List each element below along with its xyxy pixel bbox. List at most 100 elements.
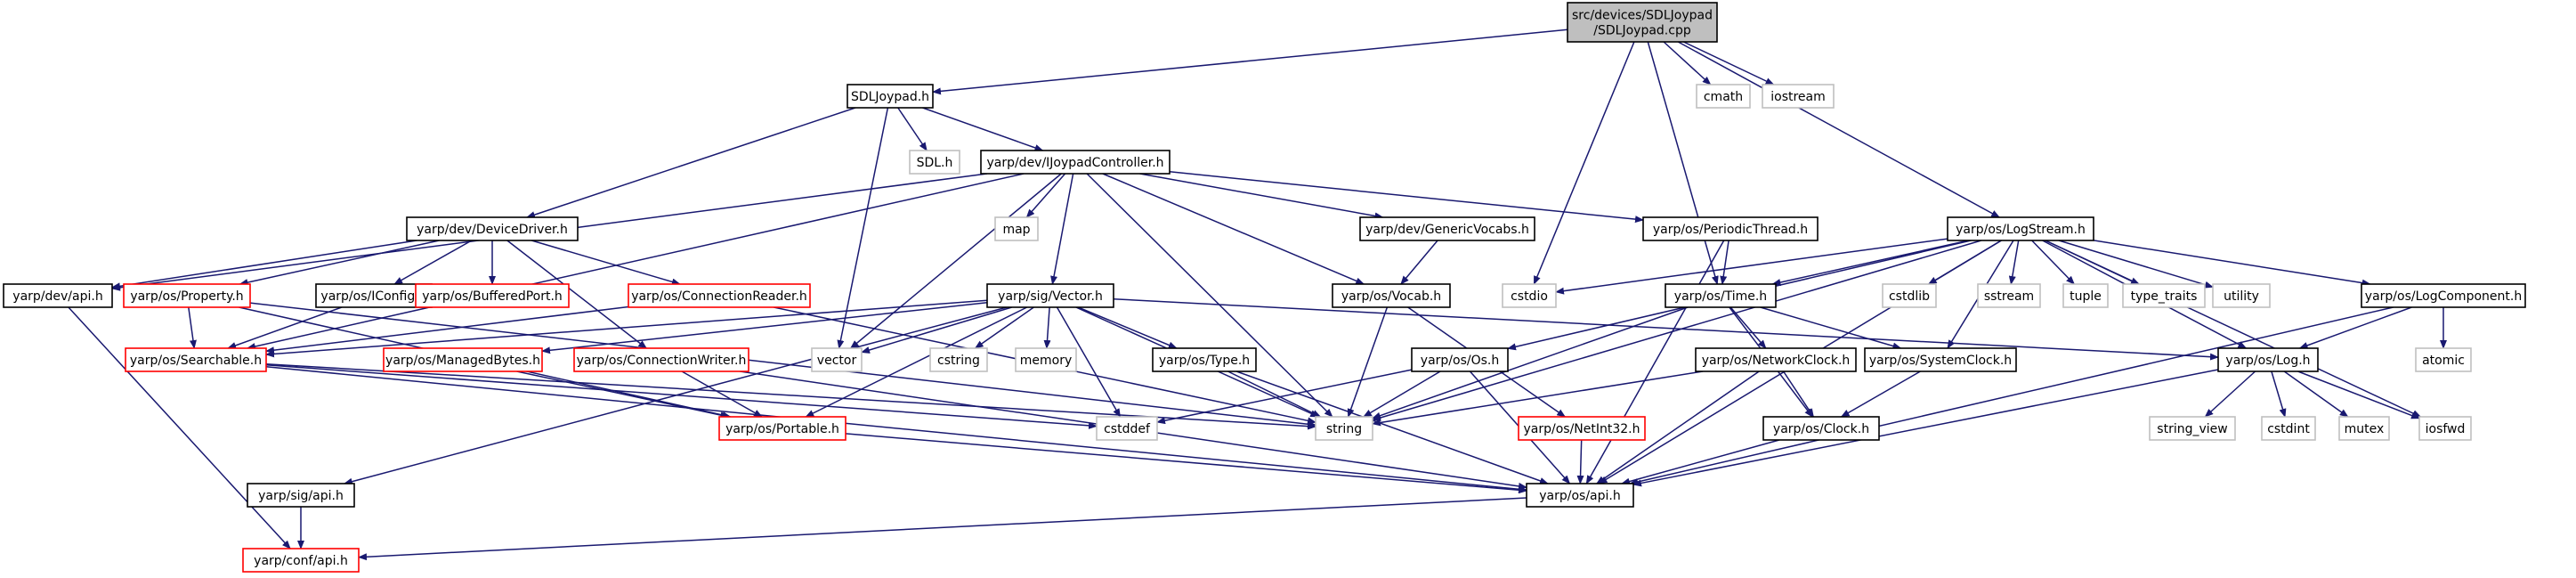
node-memory[interactable]: memory bbox=[1015, 347, 1077, 372]
node-label-cstdint: cstdint bbox=[2267, 422, 2310, 436]
node-label-type_traits: type_traits bbox=[2131, 289, 2198, 304]
edge-logcomponent-to-log_h bbox=[2298, 306, 2412, 349]
node-cstdint[interactable]: cstdint bbox=[2261, 416, 2316, 441]
node-bufferedport[interactable]: yarp/os/BufferedPort.h bbox=[415, 283, 570, 308]
node-string_view[interactable]: string_view bbox=[2149, 416, 2236, 441]
edge-logstream-to-tuple bbox=[2031, 240, 2075, 285]
node-label-netint32: yarp/os/NetInt32.h bbox=[1523, 422, 1640, 436]
node-type_traits[interactable]: type_traits bbox=[2122, 283, 2206, 308]
edge-log_h-to-string_view bbox=[2204, 370, 2256, 418]
node-type_h[interactable]: yarp/os/Type.h bbox=[1152, 347, 1257, 372]
node-label-sig_vector: yarp/sig/Vector.h bbox=[998, 289, 1103, 304]
node-cstdlib[interactable]: cstdlib bbox=[1882, 283, 1937, 308]
edge-vocab-to-string bbox=[1347, 306, 1389, 418]
node-cstdio[interactable]: cstdio bbox=[1502, 283, 1557, 308]
node-map[interactable]: map bbox=[994, 216, 1039, 241]
node-label-managedbytes: yarp/os/ManagedBytes.h bbox=[385, 354, 540, 368]
node-log_h[interactable]: yarp/os/Log.h bbox=[2217, 347, 2319, 372]
node-cstddef[interactable]: cstddef bbox=[1096, 416, 1158, 441]
node-genericvocabs[interactable]: yarp/dev/GenericVocabs.h bbox=[1359, 216, 1535, 241]
node-box-tuple bbox=[2062, 283, 2109, 308]
node-cmath[interactable]: cmath bbox=[1696, 84, 1751, 109]
edge-devicedriver-to-iconfig bbox=[393, 240, 473, 285]
node-box-connectionreader bbox=[628, 283, 811, 308]
edge-periodicthread-to-os_api bbox=[1585, 240, 1725, 484]
node-box-cstring bbox=[929, 347, 988, 372]
node-clock_h[interactable]: yarp/os/Clock.h bbox=[1762, 416, 1880, 441]
node-ijoypad[interactable]: yarp/dev/IJoypadController.h bbox=[980, 150, 1171, 175]
edge-searchable-to-cstddef bbox=[265, 364, 1098, 429]
edge-ijoypad-to-sig_vector bbox=[1050, 173, 1074, 285]
edge-logstream-to-utility bbox=[2058, 240, 2214, 289]
edge-logstream-to-string bbox=[1372, 240, 1982, 421]
node-sdljoypad_h[interactable]: SDLJoypad.h bbox=[847, 84, 934, 109]
node-portable[interactable]: yarp/os/Portable.h bbox=[718, 416, 847, 441]
node-devicedriver[interactable]: yarp/dev/DeviceDriver.h bbox=[406, 216, 579, 241]
edge-log_h-to-iosfwd bbox=[2297, 370, 2420, 419]
node-os_api[interactable]: yarp/os/api.h bbox=[1526, 483, 1634, 508]
node-networkclock[interactable]: yarp/os/NetworkClock.h bbox=[1695, 347, 1857, 372]
node-cstring[interactable]: cstring bbox=[929, 347, 988, 372]
node-label-connectionwriter: yarp/os/ConnectionWriter.h bbox=[577, 354, 747, 368]
edge-time_h-to-networkclock bbox=[1729, 306, 1767, 349]
node-box-sdl_h bbox=[909, 150, 960, 175]
node-box-logcomponent bbox=[2361, 283, 2526, 308]
node-searchable[interactable]: yarp/os/Searchable.h bbox=[125, 347, 267, 372]
node-mutex[interactable]: mutex bbox=[2338, 416, 2390, 441]
node-label-conf_api: yarp/conf/api.h bbox=[254, 554, 348, 568]
node-property[interactable]: yarp/os/Property.h bbox=[123, 283, 251, 308]
node-vocab[interactable]: yarp/os/Vocab.h bbox=[1332, 283, 1451, 308]
node-utility[interactable]: utility bbox=[2212, 283, 2271, 308]
node-connectionwriter[interactable]: yarp/os/ConnectionWriter.h bbox=[573, 347, 749, 372]
node-sdl_h[interactable]: SDL.h bbox=[909, 150, 960, 175]
node-atomic[interactable]: atomic bbox=[2415, 347, 2472, 372]
edge-ijoypad-to-periodicthread bbox=[1169, 171, 1644, 224]
node-iostream[interactable]: iostream bbox=[1762, 84, 1835, 109]
node-logstream[interactable]: yarp/os/LogStream.h bbox=[1947, 216, 2094, 241]
node-sig_api[interactable]: yarp/sig/api.h bbox=[247, 483, 355, 508]
node-time_h[interactable]: yarp/os/Time.h bbox=[1665, 283, 1777, 308]
node-netint32[interactable]: yarp/os/NetInt32.h bbox=[1518, 416, 1646, 441]
node-sig_vector[interactable]: yarp/sig/Vector.h bbox=[986, 283, 1114, 308]
edge-property-to-searchable bbox=[188, 306, 197, 349]
edge-clock_h-to-os_api bbox=[1621, 439, 1780, 485]
edge-networkclock-to-os_api bbox=[1595, 370, 1760, 484]
node-box-conf_api bbox=[242, 548, 360, 573]
node-tuple[interactable]: tuple bbox=[2062, 283, 2109, 308]
node-logcomponent[interactable]: yarp/os/LogComponent.h bbox=[2361, 283, 2526, 308]
node-box-netint32 bbox=[1518, 416, 1646, 441]
node-vector[interactable]: vector bbox=[811, 347, 863, 372]
node-box-cmath bbox=[1696, 84, 1751, 109]
node-label-tuple: tuple bbox=[2070, 289, 2102, 304]
edge-sig_vector-to-cstddef bbox=[1056, 306, 1122, 418]
edge-property-to-string bbox=[249, 302, 1316, 428]
node-connectionreader[interactable]: yarp/os/ConnectionReader.h bbox=[628, 283, 811, 308]
node-systemclock[interactable]: yarp/os/SystemClock.h bbox=[1864, 347, 2017, 372]
edge-root-to-sdljoypad_h bbox=[932, 28, 1568, 95]
node-iosfwd[interactable]: iosfwd bbox=[2418, 416, 2472, 441]
node-label-atomic: atomic bbox=[2422, 354, 2465, 368]
node-box-sig_vector bbox=[986, 283, 1114, 308]
edge-logstream-to-logcomponent bbox=[2093, 240, 2371, 287]
node-os_h[interactable]: yarp/os/Os.h bbox=[1411, 347, 1509, 372]
node-label-networkclock: yarp/os/NetworkClock.h bbox=[1702, 354, 1851, 368]
node-box-bufferedport bbox=[415, 283, 570, 308]
node-box-utility bbox=[2212, 283, 2271, 308]
edge-os_h-to-cstddef bbox=[1156, 369, 1413, 425]
node-periodicthread[interactable]: yarp/os/PeriodicThread.h bbox=[1642, 216, 1819, 241]
edge-root-to-cmath bbox=[1663, 41, 1712, 85]
node-managedbytes[interactable]: yarp/os/ManagedBytes.h bbox=[383, 347, 543, 372]
node-box-searchable bbox=[125, 347, 267, 372]
node-conf_api[interactable]: yarp/conf/api.h bbox=[242, 548, 360, 573]
edge-log_h-to-os_api bbox=[1632, 369, 2219, 487]
edge-sdljoypad_h-to-vector bbox=[837, 107, 889, 349]
node-dev_api[interactable]: yarp/dev/api.h bbox=[3, 283, 113, 308]
node-sstream[interactable]: sstream bbox=[1977, 283, 2041, 308]
node-string[interactable]: string bbox=[1315, 416, 1373, 441]
node-label-log_h: yarp/os/Log.h bbox=[2225, 354, 2310, 368]
node-label-string_view: string_view bbox=[2157, 422, 2227, 436]
node-iconfig[interactable]: yarp/os/IConfig.h bbox=[315, 283, 433, 308]
node-label-periodicthread: yarp/os/PeriodicThread.h bbox=[1653, 223, 1808, 237]
node-box-cstdio bbox=[1502, 283, 1557, 308]
edge-searchable-to-os_api bbox=[265, 365, 1527, 493]
